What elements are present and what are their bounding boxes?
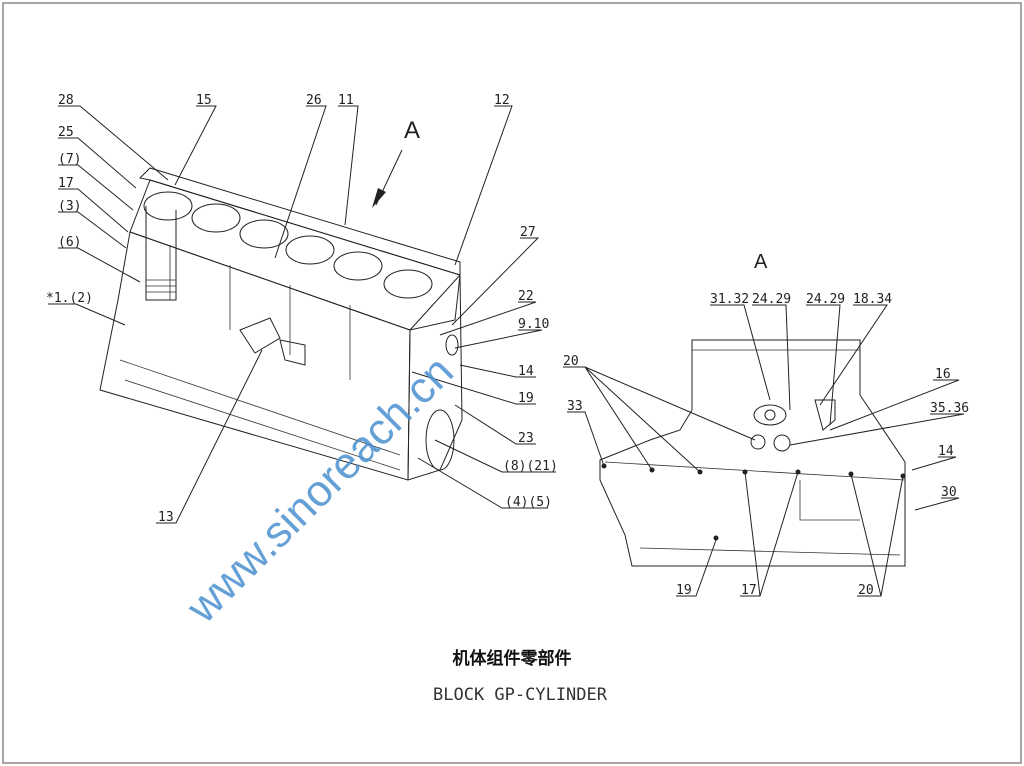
- callout: 31.32: [710, 292, 749, 307]
- cylinder-bores: [143, 191, 433, 299]
- callout: 35.36: [930, 401, 969, 416]
- callout: 13: [158, 510, 174, 525]
- callout: 19: [518, 391, 534, 406]
- callout: (4)(5): [505, 495, 552, 510]
- callout: 15: [196, 93, 212, 108]
- title-english: BLOCK GP-CYLINDER: [433, 685, 608, 705]
- title-chinese: 机体组件零部件: [453, 648, 572, 669]
- callout: 17: [58, 176, 74, 191]
- callout: 33: [567, 399, 583, 414]
- view-marker-a: A: [404, 117, 420, 144]
- callout: (7): [58, 152, 81, 167]
- callout: (3): [58, 199, 81, 214]
- cylinder-block-view-a: [599, 339, 906, 567]
- callout: (8)(21): [503, 459, 558, 474]
- callout: (6): [58, 235, 81, 250]
- callout: 30: [941, 485, 957, 500]
- cylinder-liner: [145, 206, 177, 301]
- view-label-a: A: [754, 251, 768, 273]
- callout: 14: [518, 364, 534, 379]
- callout: 17: [741, 583, 757, 598]
- callout: 12: [494, 93, 510, 108]
- right-view-callouts: 31.32 24.29 24.29 18.34 20 16 35.36 33 1…: [563, 292, 969, 598]
- callout: 22: [518, 289, 534, 304]
- callout: 20: [563, 354, 579, 369]
- callout: 14: [938, 444, 954, 459]
- left-view-callouts: 28 15 26 11 12 25 (7) 17 (3) (6) *1.(2) …: [46, 93, 558, 525]
- right-leader-lines: [563, 304, 965, 597]
- callout: 24.29: [752, 292, 791, 307]
- callout: 18.34: [853, 292, 892, 307]
- callout: 27: [520, 225, 536, 240]
- callout: 24.29: [806, 292, 845, 307]
- callout: 28: [58, 93, 74, 108]
- callout: 20: [858, 583, 874, 598]
- callout: 25: [58, 125, 74, 140]
- callout: 11: [338, 93, 354, 108]
- callout: 16: [935, 367, 951, 382]
- callout: 26: [306, 93, 322, 108]
- cylinder-block-isometric: [99, 167, 463, 481]
- left-leader-lines: [48, 105, 556, 524]
- callout: *1.(2): [46, 291, 93, 306]
- callout: 23: [518, 431, 534, 446]
- callout: 9.10: [518, 317, 549, 332]
- callout: 19: [676, 583, 692, 598]
